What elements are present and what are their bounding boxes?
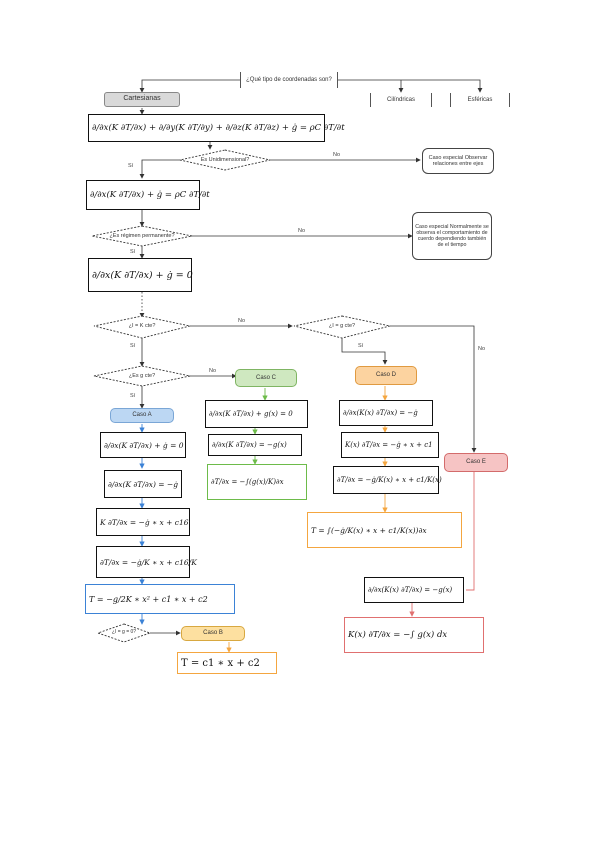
equation-e1: ∂/∂x(K(x) ∂T/∂x) = −g(x): [364, 577, 464, 603]
decision-g-cte: ¿Es g cte?: [128, 372, 156, 379]
equation-c2: ∂/∂x(K ∂T/∂x) = −g(x): [208, 434, 302, 456]
equation-a5: T = −g/2K ∗ x² + c1 ∗ x + c2: [85, 584, 235, 614]
equation-b1: T = c1 ∗ x + c2: [177, 652, 277, 674]
esfericas-option[interactable]: Esféricas: [450, 93, 510, 107]
caso-d-box[interactable]: Caso D: [355, 366, 417, 385]
decision-diamonds: [91, 149, 391, 643]
equation-d4: T = ∫(−ġ/K(x) ∗ x + c1/K(x))∂x: [307, 512, 462, 548]
edge-label-no: No: [478, 346, 486, 352]
edge-label-no: No: [333, 152, 341, 158]
equation-general-3d: ∂/∂x(K ∂T/∂x) + ∂/∂y(K ∂T/∂y) + ∂/∂z(K ∂…: [88, 114, 345, 142]
decision-g-cte-right: ¿I = g cte?: [328, 322, 356, 329]
equation-a4: ∂T/∂x = −ġ/K ∗ x + c16/K: [96, 546, 197, 578]
case-e-connectors: [409, 472, 475, 617]
case-d-connectors: [226, 386, 388, 653]
equation-c3: ∂T/∂x = −∫(g(x)/K)∂x: [207, 464, 307, 500]
edge-label-no: No: [209, 368, 217, 374]
equation-a1: ∂/∂x(K ∂T/∂x) + ġ = 0: [100, 432, 186, 458]
edge-label-si: Sí: [130, 249, 136, 255]
edge-label-si: Sí: [128, 163, 134, 169]
note-caso-especial-2: Caso especial Normalmente se observa el …: [412, 212, 492, 260]
decision-k-cte: ¿I = K cte?: [128, 322, 156, 329]
root-question: ¿Qué tipo de coordenadas son?: [240, 72, 338, 88]
edge-label-si: Sí: [358, 343, 364, 349]
decision-g-zero: ¿I = g = 0?: [111, 629, 137, 636]
case-c-connectors: [252, 388, 268, 465]
edge-label-no: No: [298, 228, 306, 234]
connector-lines: [139, 79, 483, 636]
edge-label-si: Sí: [130, 393, 136, 399]
equation-a3: K ∂T/∂x = −ġ ∗ x + c16: [96, 508, 190, 536]
edge-label-no: No: [238, 318, 246, 324]
cilindricas-option[interactable]: Cilíndricas: [370, 93, 432, 107]
note-caso-especial-1: Caso especial Observar relaciones entre …: [422, 148, 494, 174]
equation-d1: ∂/∂x(K(x) ∂T/∂x) = −ġ: [339, 400, 433, 426]
equation-c1: ∂/∂x(K ∂T/∂x) + g(x) = 0: [205, 400, 308, 428]
edge-label-si: Sí: [130, 343, 136, 349]
decision-regimen-permanente: ¿Es régimen permanente?: [109, 232, 175, 239]
caso-a-box[interactable]: Caso A: [110, 408, 174, 423]
caso-b-box[interactable]: Caso B: [181, 626, 245, 641]
equation-general-1d: ∂/∂x(K ∂T/∂x) + ġ = ρC ∂T/∂t: [86, 180, 210, 210]
equation-d2: K(x) ∂T/∂x = −ġ ∗ x + c1: [341, 432, 439, 458]
cartesianas-button[interactable]: Cartesianas: [104, 92, 180, 107]
equation-a2: ∂/∂x(K ∂T/∂x) = −ġ: [104, 470, 182, 498]
caso-c-box[interactable]: Caso C: [235, 369, 297, 387]
equation-d3: ∂T/∂x = −ġ/K(x) ∗ x + c1/K(x): [333, 466, 442, 494]
caso-e-box[interactable]: Caso E: [444, 453, 508, 472]
equation-e2: K(x) ∂T/∂x = −∫ g(x) dx: [344, 617, 484, 653]
equation-steady: ∂/∂x(K ∂T/∂x) + ġ = 0: [88, 258, 193, 292]
decision-unidimensional: Es Unidimensional?: [200, 156, 250, 163]
